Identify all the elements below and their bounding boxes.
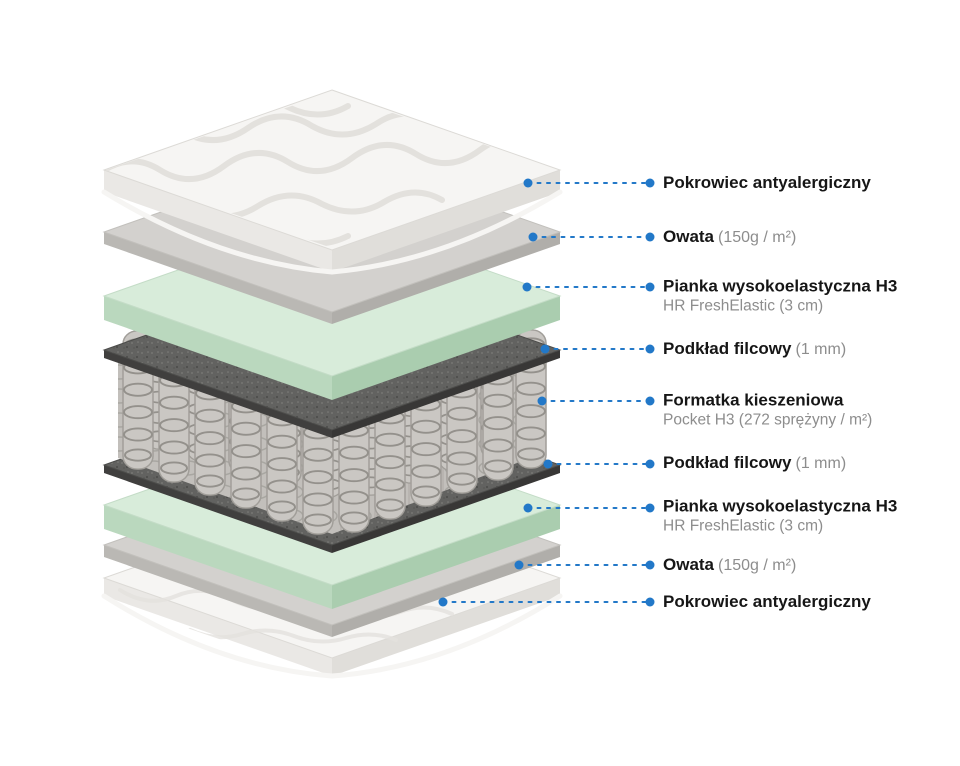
leader-bottom-cover: [438, 597, 655, 607]
label-subtitle: HR FreshElastic (3 cm): [663, 297, 824, 315]
label-detail: (150g / m²): [718, 229, 797, 246]
layer-top-cover: [101, 89, 563, 275]
label-title: Formatka kieszeniowa: [663, 390, 844, 410]
leader-bottom-felt: [543, 459, 655, 469]
label-detail: (150g / m²): [718, 557, 797, 574]
label-subtitle: HR FreshElastic (3 cm): [663, 517, 824, 535]
label-title: Pokrowiec antyalergiczny: [663, 173, 871, 192]
leader-top-foam: [522, 282, 655, 292]
leader-top-felt: [540, 344, 655, 354]
label-detail: (1 mm): [795, 341, 847, 358]
label-subtitle: Pocket H3 (272 sprężyny / m²): [663, 411, 873, 429]
label-title: Podkład filcowy: [663, 339, 792, 358]
label-title: Owata: [663, 555, 715, 574]
label-title: Pokrowiec antyalergiczny: [663, 592, 871, 611]
label-detail: (1 mm): [795, 455, 847, 472]
label-title: Owata: [663, 227, 715, 246]
label-top-felt: Podkład filcowy(1 mm): [663, 339, 846, 359]
label-top-foam: Pianka wysokoelastyczna H3 HR FreshElast…: [663, 277, 897, 316]
label-pocket-springs: Formatka kieszeniowa Pocket H3 (272 sprę…: [663, 391, 872, 430]
label-top-cover: Pokrowiec antyalergiczny: [663, 173, 871, 193]
leader-top-cover: [523, 178, 655, 188]
label-bottom-owata: Owata(150g / m²): [663, 555, 796, 575]
leader-top-owata: [528, 232, 655, 242]
label-bottom-felt: Podkład filcowy(1 mm): [663, 453, 846, 473]
label-title: Pianka wysokoelastyczna H3: [663, 276, 898, 296]
label-title: Pianka wysokoelastyczna H3: [663, 496, 898, 516]
leader-pocket-springs: [537, 396, 655, 406]
label-top-owata: Owata(150g / m²): [663, 227, 796, 247]
label-bottom-cover: Pokrowiec antyalergiczny: [663, 592, 871, 612]
label-bottom-foam: Pianka wysokoelastyczna H3 HR FreshElast…: [663, 497, 897, 536]
leader-bottom-owata: [514, 560, 655, 570]
label-title: Podkład filcowy: [663, 453, 792, 472]
leader-bottom-foam: [523, 503, 655, 513]
